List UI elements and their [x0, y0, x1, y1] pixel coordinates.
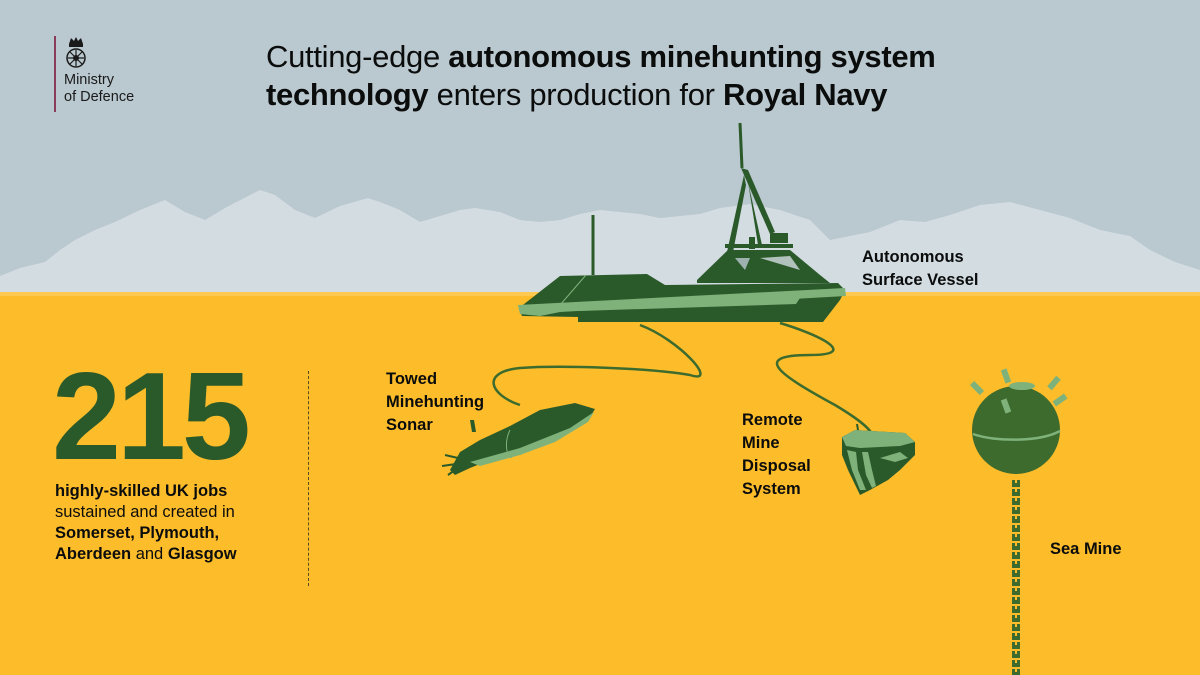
label-towed-minehunting-sonar: Towed Minehunting Sonar — [386, 368, 484, 437]
title-segment: Cutting-edge — [266, 39, 449, 74]
label-sea-mine: Sea Mine — [1050, 540, 1122, 558]
jobs-line1: highly-skilled UK jobs — [55, 482, 228, 500]
jobs-line2: sustained and created in — [55, 503, 235, 521]
logo-text-line2: of Defence — [64, 89, 135, 105]
title-segment: enters production for — [428, 77, 723, 112]
label-line: Remote — [742, 411, 803, 429]
label-remote-mine-disposal-system: Remote Mine Disposal System — [742, 409, 811, 501]
sonar-tow-cable — [492, 323, 702, 407]
jobs-conjunction: and — [131, 545, 168, 563]
royal-crest-icon — [66, 37, 86, 68]
label-autonomous-surface-vessel: Autonomous Surface Vessel — [862, 246, 979, 292]
title-emphasis: Royal Navy — [723, 77, 888, 112]
title-emphasis: autonomous minehunting system technology — [266, 39, 936, 112]
towed-minehunting-sonar-icon — [441, 403, 595, 476]
label-line: Surface Vessel — [862, 271, 979, 289]
label-line: Sonar — [386, 416, 433, 434]
autonomous-surface-vessel-icon — [518, 122, 846, 322]
rmds-tether-cable — [775, 321, 875, 438]
sea-mine-icon — [969, 368, 1068, 675]
mountains-icon — [0, 190, 1200, 292]
label-line: Towed — [386, 370, 438, 388]
label-line: Mine — [742, 434, 780, 452]
logo-text-line1: Ministry — [64, 72, 114, 88]
page-title: Cutting-edge autonomous minehunting syst… — [266, 38, 1026, 114]
dashed-divider — [308, 371, 309, 586]
jobs-location-glasgow: Glasgow — [167, 545, 237, 563]
jobs-line3: Somerset, Plymouth, — [55, 524, 220, 542]
label-line: Minehunting — [386, 393, 485, 411]
label-line: Autonomous — [862, 248, 964, 266]
jobs-description: highly-skilled UK jobs sustained and cre… — [55, 481, 295, 565]
jobs-count: 215 — [52, 348, 251, 486]
label-line: Disposal — [742, 457, 811, 475]
jobs-location-aberdeen: Aberdeen — [55, 545, 132, 563]
label-line: System — [742, 480, 801, 498]
remote-mine-disposal-system-icon — [842, 423, 915, 495]
sea-background — [0, 292, 1200, 675]
mod-logo[interactable]: Ministry of Defence — [54, 36, 134, 112]
